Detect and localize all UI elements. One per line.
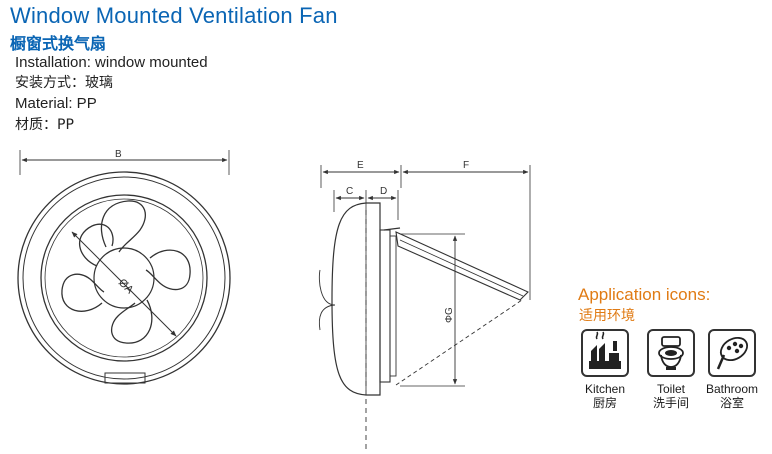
- outer-frame: [17, 171, 231, 385]
- material-spec-cn: 材质：PP: [15, 117, 74, 133]
- shutter-swing-line: [395, 299, 523, 386]
- toilet-label-cn: 洗手间: [652, 396, 689, 410]
- material-spec: Material: PP: [15, 95, 97, 112]
- dimension-b-label: B: [115, 149, 122, 160]
- bathroom-icon: [708, 329, 756, 377]
- dimension-a-line: [71, 231, 177, 337]
- kitchen-label-en: Kitchen: [584, 382, 626, 396]
- dimension-g-label: ΦG: [444, 307, 455, 323]
- toilet-icon: [647, 329, 695, 377]
- bathroom-label-cn: 浴室: [719, 396, 744, 410]
- dimension-c-label: C: [346, 186, 353, 197]
- front-view: [17, 150, 231, 385]
- toilet-label-en: Toilet: [656, 382, 685, 396]
- shutter-flap: [395, 231, 529, 301]
- mounting-frame: [379, 229, 391, 383]
- toilet-label: Toilet 洗手间: [636, 382, 706, 410]
- page-title-cn: 橱窗式换气扇: [10, 34, 107, 53]
- dimension-a-label: ØA: [116, 277, 136, 297]
- kitchen-label: Kitchen 厨房: [570, 382, 640, 410]
- side-view: [318, 165, 531, 450]
- dimension-d-label: D: [380, 186, 387, 197]
- dimension-e-label: E: [357, 160, 364, 171]
- fan-blades: [61, 200, 191, 344]
- kitchen-icon: [581, 329, 629, 377]
- dimension-f-label: F: [463, 160, 469, 171]
- bathroom-label-en: Bathroom: [705, 382, 759, 396]
- application-title: Application icons:: [578, 285, 711, 304]
- installation-spec: Installation: window mounted: [15, 54, 208, 71]
- application-title-cn: 适用环境: [579, 308, 635, 324]
- installation-spec-cn: 安装方式：玻璃: [15, 75, 113, 91]
- fan-body: [331, 202, 381, 396]
- label-plate: [104, 372, 146, 384]
- page-title: Window Mounted Ventilation Fan: [10, 3, 338, 28]
- bathroom-label: Bathroom 浴室: [697, 382, 767, 410]
- kitchen-label-cn: 厨房: [592, 396, 617, 410]
